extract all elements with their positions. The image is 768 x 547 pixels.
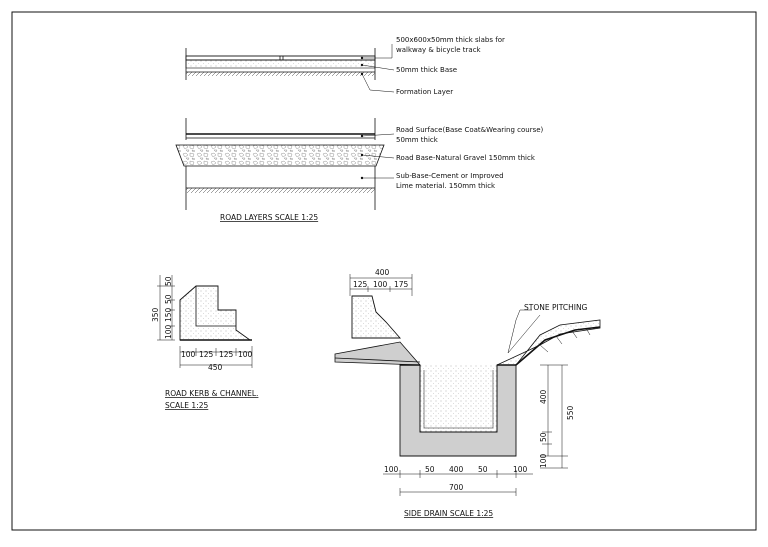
label-sub-base-cont: Lime material. 150mm thick	[396, 182, 496, 190]
drain-dim-right-400: 400	[539, 389, 548, 404]
drain-dim-b5: 100	[513, 465, 528, 474]
label-slabs: 500x600x50mm thick slabs for	[396, 36, 505, 44]
kerb-dim-total: 450	[208, 363, 223, 372]
kerb-scale: SCALE 1:25	[165, 401, 208, 410]
road-layer-labels: 500x600x50mm thick slabs for walkway & b…	[396, 36, 544, 190]
drain-title: SIDE DRAIN SCALE 1:25	[404, 509, 493, 518]
kerb-dim-b4: 100	[238, 350, 253, 359]
label-50mm-base: 50mm thick Base	[396, 66, 457, 74]
kerb-title: ROAD KERB & CHANNEL.	[165, 389, 258, 398]
label-road-surface: Road Surface(Base Coat&Wearing course)	[396, 126, 544, 134]
drain-dim-top-2: 100	[373, 280, 388, 289]
kerb-dim-b3: 125	[219, 350, 234, 359]
kerb-dim-50: 50	[164, 294, 173, 304]
label-formation-layer: Formation Layer	[396, 88, 453, 96]
kerb-dimensions: 50 350 50 150 100 100 125 125 100 450	[151, 276, 253, 372]
kerb-dim-100: 100	[164, 324, 173, 339]
walkway-section	[185, 48, 376, 80]
drain-dim-b4: 50	[478, 465, 488, 474]
kerb-dim-top: 50	[164, 276, 173, 286]
label-sub-base: Sub-Base-Cement or Improved	[396, 172, 504, 180]
drain-dim-top-total: 400	[375, 268, 390, 277]
drain-dim-b1: 100	[384, 465, 399, 474]
kerb-dim-b1: 100	[181, 350, 196, 359]
drain-dim-b3: 400	[449, 465, 464, 474]
label-road-surface-cont: 50mm thick	[396, 136, 439, 144]
stone-pitching-label: STONE PITCHING	[524, 303, 588, 312]
kerb-dim-total-height: 350	[151, 307, 160, 322]
sheet-border	[11, 11, 757, 531]
road-layers-title: ROAD LAYERS SCALE 1:25	[220, 213, 318, 222]
drain-dim-right-50: 50	[539, 432, 548, 442]
label-road-base: Road Base-Natural Gravel 150mm thick	[396, 154, 536, 162]
drain-dim-right-100: 100	[539, 453, 548, 468]
kerb-dim-150: 150	[164, 307, 173, 322]
drain-dim-top-3: 175	[394, 280, 409, 289]
drain-dim-b2: 50	[425, 465, 435, 474]
drain-dim-right-total: 550	[566, 405, 575, 420]
drain-dimensions: 400 125 100 175 STONE PITCHING 400 50 10…	[353, 268, 588, 492]
drain-dim-bottom-total: 700	[449, 483, 464, 492]
drain-dim-top-1: 125	[353, 280, 368, 289]
drain-drawing	[334, 274, 601, 496]
kerb-dim-b2: 125	[199, 350, 214, 359]
road-layer-leaders	[360, 44, 395, 180]
road-section	[175, 118, 385, 210]
kerb-drawing	[157, 275, 253, 368]
label-slabs-cont: walkway & bicycle track	[396, 46, 482, 54]
